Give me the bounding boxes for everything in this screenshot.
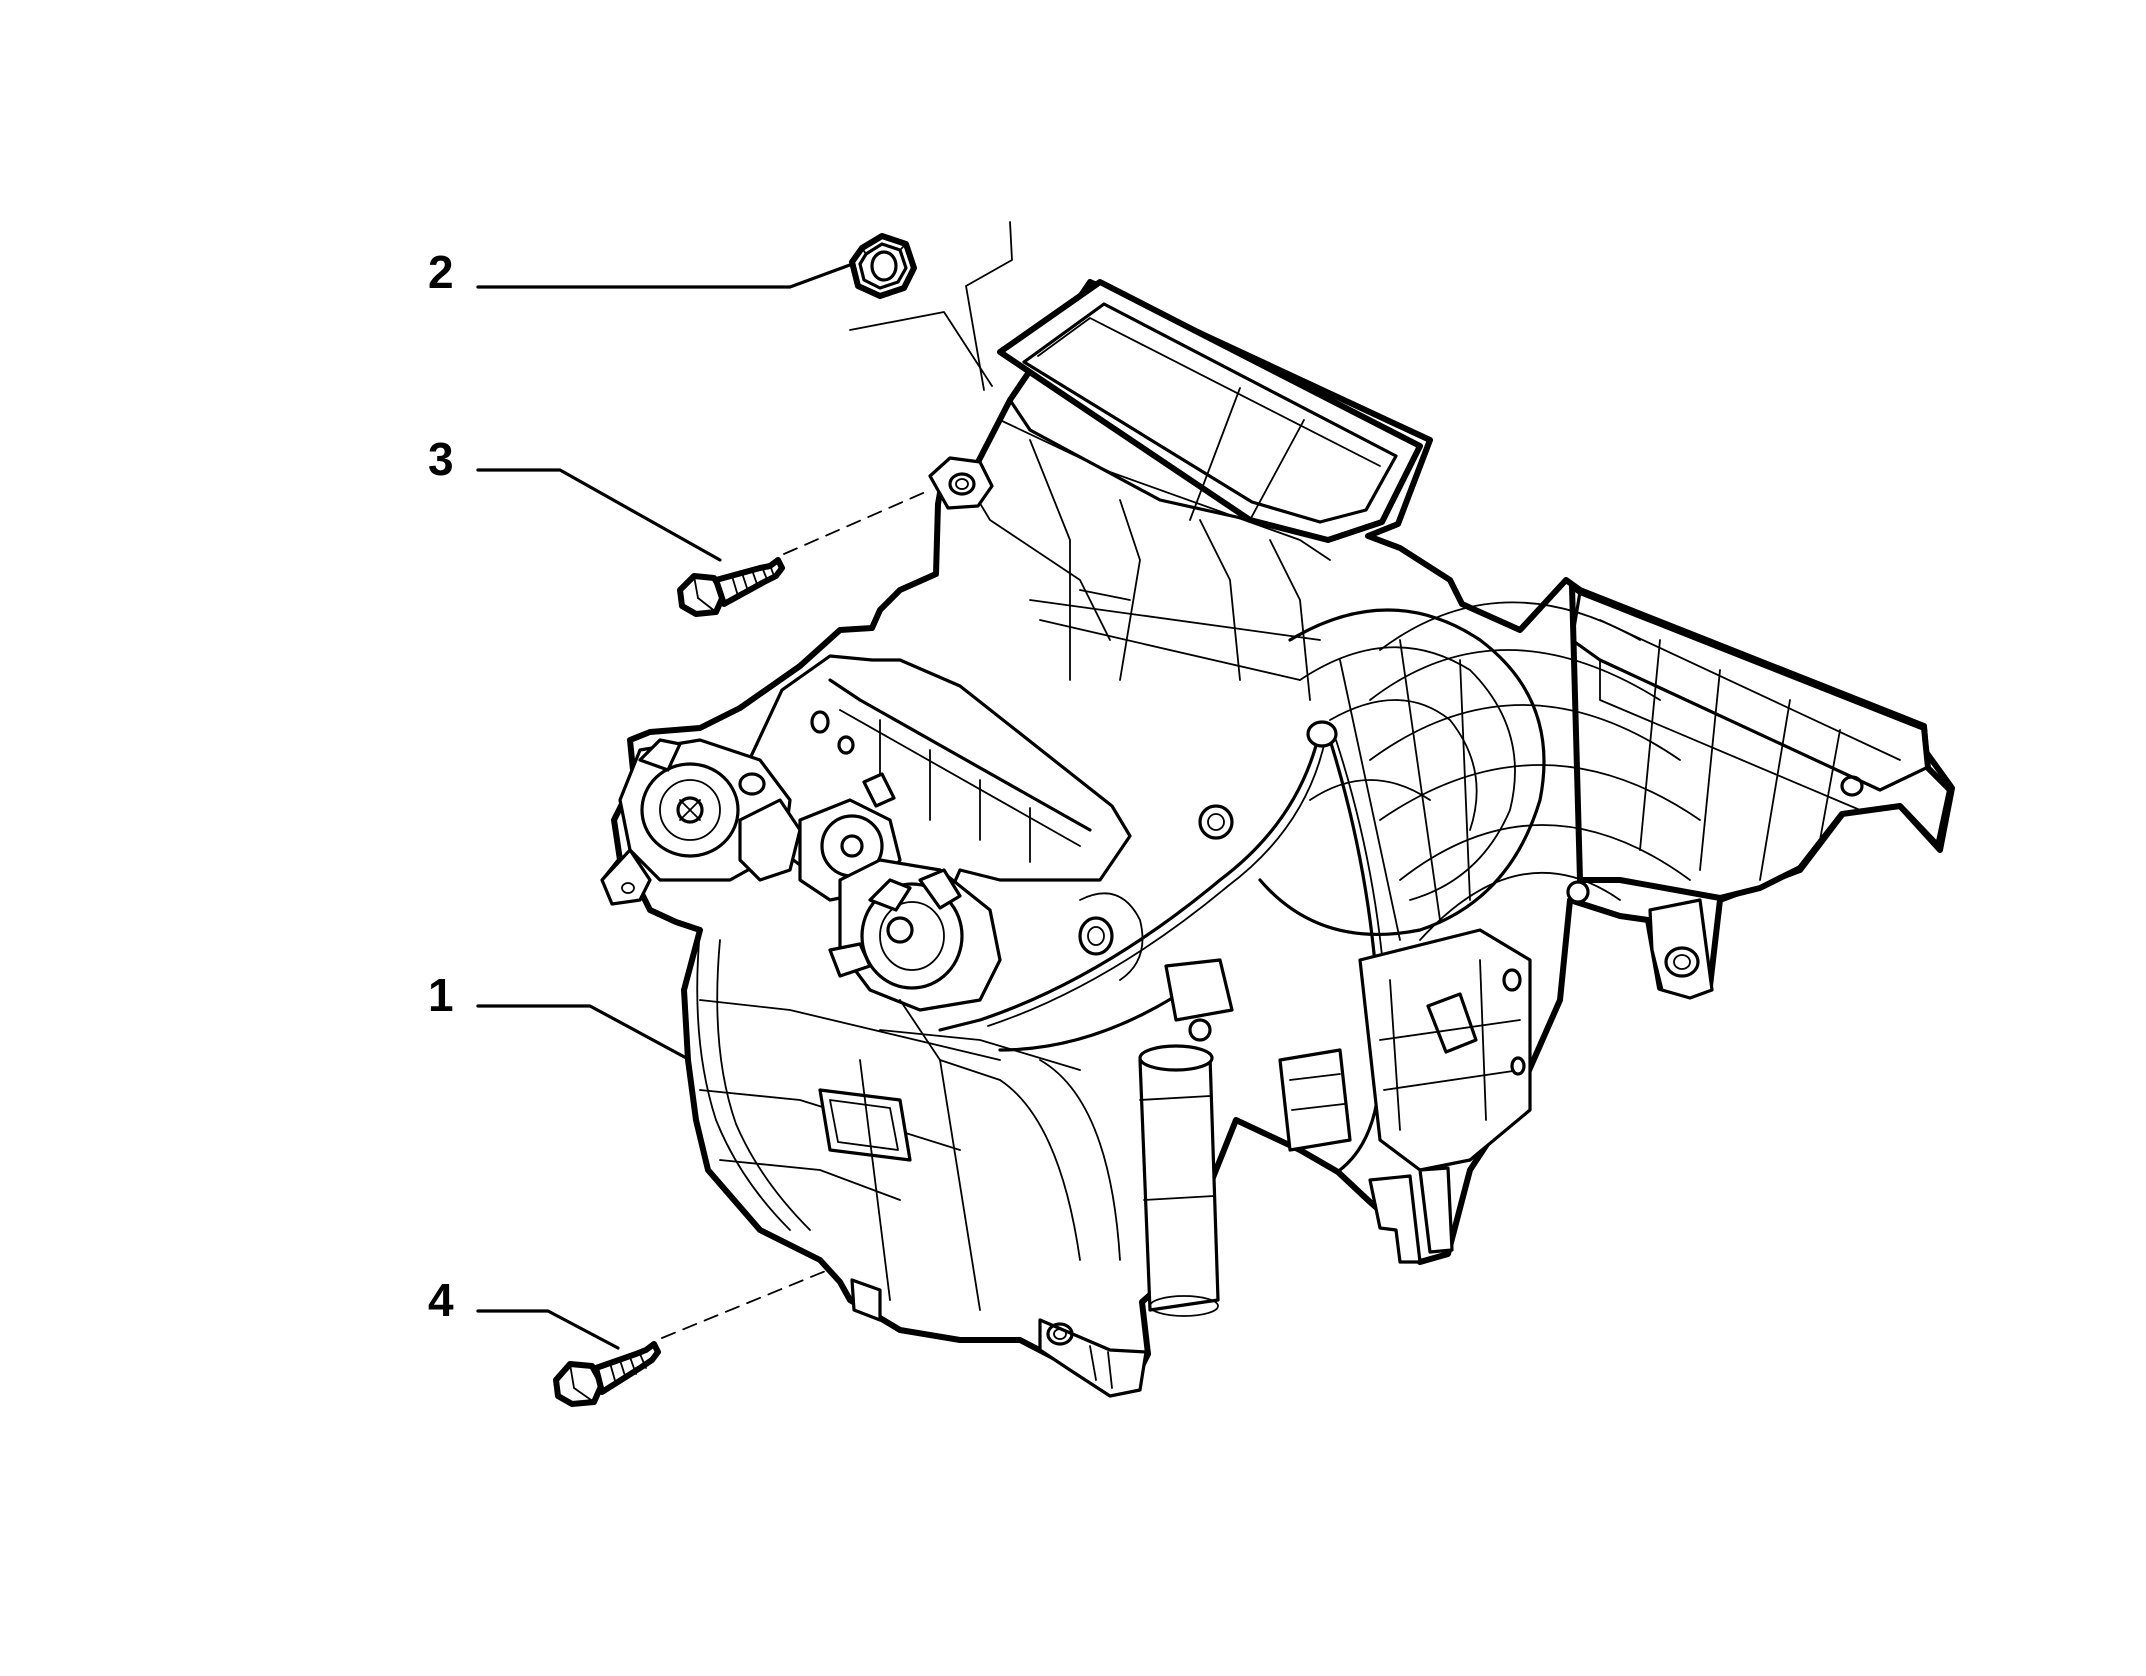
callout-3[interactable]: 3 — [428, 433, 722, 562]
mounting-bracket-lower — [850, 1278, 1148, 1398]
callout-number-2: 2 — [428, 246, 454, 298]
leader-line-3 — [476, 468, 722, 562]
callout-number-1: 1 — [428, 969, 454, 1021]
blower-volute — [1258, 608, 1546, 941]
heater-core-pipe — [1138, 1044, 1220, 1317]
actuator-motor-lower — [828, 858, 1002, 1012]
callout-1[interactable]: 1 — [428, 969, 692, 1062]
callout-number-4: 4 — [428, 1274, 454, 1326]
dashed-axis-4 — [661, 1269, 829, 1339]
callout-4[interactable]: 4 — [428, 1274, 620, 1350]
leader-line-4 — [476, 1309, 620, 1350]
leader-line-2 — [476, 260, 860, 289]
dashed-axis-3 — [783, 489, 931, 555]
mounting-bracket-right — [1648, 898, 1714, 1000]
leader-line-1 — [476, 1004, 692, 1062]
electronic-module — [1358, 928, 1532, 1264]
cut-reference-lines — [849, 221, 1013, 391]
flange-screw-upper[interactable] — [677, 557, 785, 617]
fixing-hole-right — [1566, 880, 1590, 904]
connector-block — [1164, 958, 1352, 1152]
hex-nut-part[interactable] — [849, 233, 917, 299]
upper-air-duct — [959, 279, 1423, 701]
mounting-tab-upper — [928, 456, 994, 510]
callout-number-3: 3 — [428, 433, 454, 485]
right-outlet-duct — [1369, 583, 1953, 941]
fixing-boss-center — [1078, 804, 1234, 981]
callout-2[interactable]: 2 — [428, 246, 860, 298]
heater-ac-housing[interactable] — [600, 279, 1955, 1398]
lower-heater-case — [696, 929, 1121, 1311]
flange-screw-lower[interactable] — [553, 1341, 661, 1407]
fixing-hole-small — [1510, 1056, 1526, 1076]
